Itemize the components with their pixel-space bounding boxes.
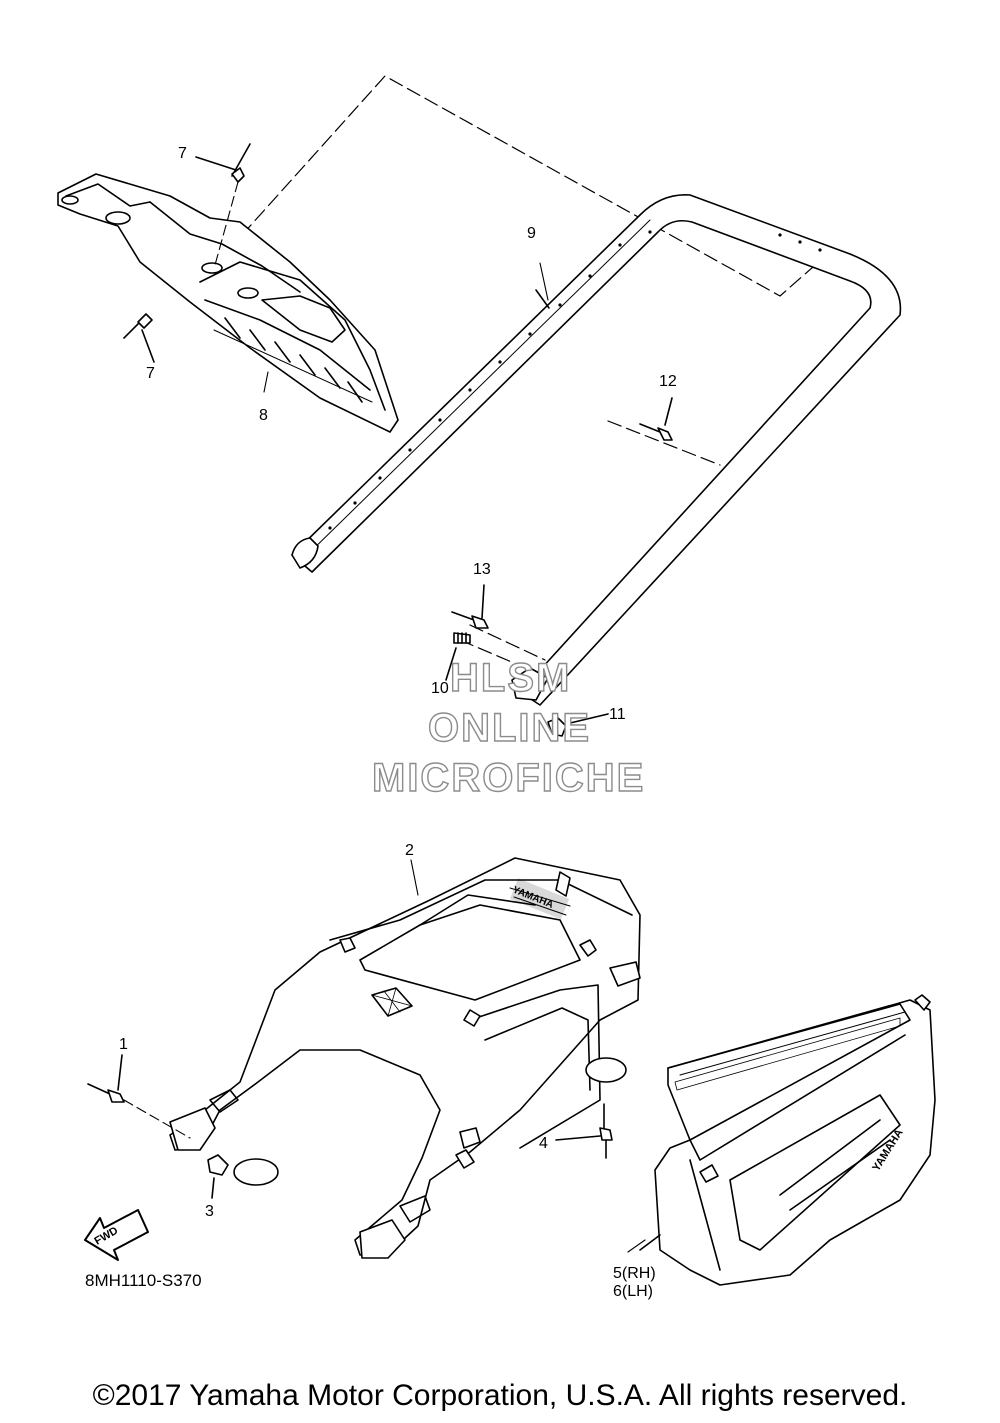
callout-1: 1 [119,1036,128,1053]
callout-5-rh: 5(RH) [613,1265,656,1282]
callout-7-upper: 7 [178,145,187,162]
fwd-arrow-icon [84,1209,149,1261]
nut-part-11 [547,713,609,737]
callout-2: 2 [405,842,414,859]
grommet-part-3 [207,1154,279,1199]
rivet-part-12 [639,397,673,441]
frame-rail-part-9 [291,194,902,706]
callout-3: 3 [205,1203,214,1220]
callout-11: 11 [609,706,626,723]
watermark-line-3: MICROFICHE [371,755,646,800]
callout-6-lh: 6(LH) [613,1283,654,1300]
side-bag-part-5-6 [639,994,936,1286]
cargo-bag-part-2 [169,857,641,1259]
diagram-code: 8MH1110-S370 [85,1271,202,1290]
callout-7-lower: 7 [146,365,155,382]
callout-10: 10 [431,680,449,697]
rivet-part-4 [555,1057,627,1159]
watermark-line-2: ONLINE [427,705,592,750]
callout-12: 12 [659,373,677,390]
reference-lines-upper [214,75,831,673]
copyright-notice: ©2017 Yamaha Motor Corporation, U.S.A. A… [92,1379,908,1412]
rivet-part-13 [451,584,489,629]
callout-8: 8 [259,407,268,424]
rear-flap-part-8 [57,173,399,433]
watermark-line-1: HLSM [449,655,572,700]
callout-leaders [263,262,646,1253]
callout-13: 13 [473,561,491,578]
callout-9: 9 [527,225,536,242]
rivet-part-1 [87,1054,191,1139]
rivet-part-7-upper [195,143,251,266]
callout-4: 4 [539,1135,548,1152]
bolt-part-10 [445,632,471,681]
rivet-part-7-lower [123,313,155,363]
